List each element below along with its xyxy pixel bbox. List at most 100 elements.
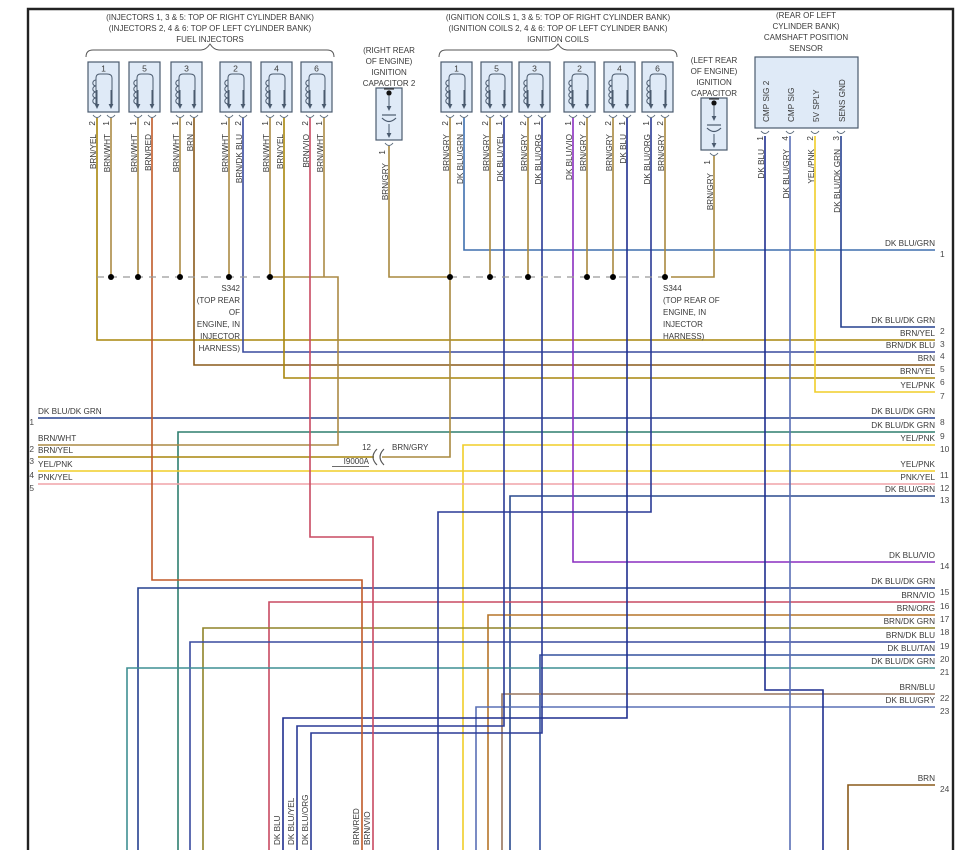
fuel-injector-6-symbol <box>308 73 326 106</box>
right-exit-number: 9 <box>940 431 945 441</box>
pin-number: 1 <box>756 136 765 141</box>
cmp-heading: CAMSHAFT POSITION <box>764 33 849 42</box>
wire-label: BRN/GRY <box>482 133 491 171</box>
fuel-injector-6 <box>300 61 333 113</box>
pin-number: 2 <box>806 136 815 141</box>
wire-label: BRN/WHT <box>172 134 181 172</box>
pin-number: 1 <box>455 121 464 126</box>
ignition-coil-4 <box>603 61 636 113</box>
wire-label: BRN/WHT <box>262 134 271 172</box>
right-exit-label: BRN/YEL <box>900 329 935 338</box>
coil-bump <box>305 97 310 105</box>
ignition-coil-3 <box>518 61 551 113</box>
splice-dot-s344 <box>447 274 453 280</box>
wire-dk-blu-org-2 <box>437 118 652 850</box>
wire-label: DK BLU/ORG <box>534 134 543 185</box>
right-exit-number: 21 <box>940 667 950 677</box>
splice-s344-id: S344 <box>663 284 682 293</box>
wire-right-exit-17 <box>487 614 935 850</box>
wire-label: DK BLU/GRY <box>782 148 791 198</box>
pin-connector-arc <box>319 114 329 118</box>
wire-right-exit-18 <box>202 627 935 850</box>
right-exit-label: DK BLU/DK GRN <box>871 421 935 430</box>
ignition-coil-5 <box>480 61 513 113</box>
cmp-heading: CYLINDER BANK) <box>772 22 839 31</box>
left-exit-label: BRN/WHT <box>38 434 76 443</box>
right-exit-label: DK BLU/TAN <box>887 644 935 653</box>
coil-bump <box>568 97 573 105</box>
wire-left-exit-2 <box>38 276 339 446</box>
right-exit-label: BRN/VIO <box>901 591 935 600</box>
splice-s342-note: OF <box>229 308 240 317</box>
pin-connector-arc <box>523 114 533 118</box>
right-exit-label: BRN <box>918 354 935 363</box>
arrow-head <box>539 104 545 109</box>
splice-dot-s344 <box>487 274 493 280</box>
pin-number: 1 <box>261 121 270 126</box>
bottom-wire-label: DK BLU/YEL <box>287 797 296 845</box>
wire-right-exit-10 <box>462 444 935 850</box>
right-exit-number: 4 <box>940 351 945 361</box>
pin-connector-arc <box>459 114 469 118</box>
coil-bump <box>523 97 528 105</box>
capacitor2-heading: IGNITION <box>371 68 407 77</box>
coil-bump <box>224 97 229 105</box>
fuel-injector-5 <box>128 61 161 113</box>
right-exit-number: 15 <box>940 587 950 597</box>
pin-connector-arc <box>147 114 157 118</box>
cap-top-dot <box>386 90 392 96</box>
wire-label: BRN/WHT <box>316 134 325 172</box>
right-exit-number: 6 <box>940 377 945 387</box>
capacitor-heading: IGNITION <box>696 78 732 87</box>
coil-bump <box>608 97 613 105</box>
wire-label: DK BLU <box>757 149 766 179</box>
bottom-wire-label: BRN/RED <box>352 808 361 845</box>
wire-label: BRN/GRY <box>520 133 529 171</box>
right-exit-number: 10 <box>940 444 950 454</box>
coils-heading: (IGNITION COILS 2, 4 & 6: TOP OF LEFT CY… <box>448 24 667 33</box>
right-exit-label: BRN <box>918 774 935 783</box>
left-exit-number: 2 <box>29 444 34 454</box>
wire-right-exit-3 <box>96 118 935 341</box>
wire-right-exit-6 <box>283 118 935 379</box>
wire-label: DK BLU/ORG <box>643 134 652 185</box>
right-exit-number: 3 <box>940 339 945 349</box>
right-exit-number: 18 <box>940 627 950 637</box>
pin-number: 1 <box>102 121 111 126</box>
cmp-pin-name: SENS GND <box>838 79 847 122</box>
coil-bump <box>646 97 651 105</box>
pin-number: 2 <box>656 121 665 126</box>
capacitor-heading: OF ENGINE) <box>691 67 738 76</box>
injectors-heading: (INJECTORS 2, 4 & 6: TOP OF LEFT CYLINDE… <box>109 24 312 33</box>
wire-label: BRN/GRY <box>442 133 451 171</box>
inline-connector-wire: BRN/GRY <box>392 443 429 452</box>
pin-number: 2 <box>441 121 450 126</box>
splice-dot-s342 <box>177 274 183 280</box>
pin-number: 2 <box>481 121 490 126</box>
fuel-injector-1-number: 1 <box>101 64 106 74</box>
inline-connector-id: I9000A <box>344 457 370 466</box>
wire-label: BRN/GRY <box>381 162 390 200</box>
coil-bump <box>175 97 180 105</box>
arrow-head <box>461 104 467 109</box>
arrow-head <box>135 104 141 109</box>
wire-right-exit-19 <box>189 641 935 850</box>
arrow-head <box>570 104 576 109</box>
splice-s342-note: ENGINE, IN <box>197 320 240 329</box>
splice-s344-note: HARNESS) <box>663 332 705 341</box>
pin-number: 2 <box>185 121 194 126</box>
arrow-head <box>386 133 392 138</box>
pin-number: 1 <box>703 160 712 165</box>
arrow-head <box>501 104 507 109</box>
arrow-head <box>711 116 717 121</box>
arrow-head <box>267 104 273 109</box>
pin-number: 3 <box>832 136 841 141</box>
right-exit-label: DK BLU/GRN <box>885 239 935 248</box>
wire-label: DK BLU/YEL <box>496 134 505 182</box>
coil-bump <box>445 97 450 105</box>
fuel-injector-4-symbol <box>268 73 286 106</box>
capacitor2-heading: OF ENGINE) <box>366 57 413 66</box>
arrow-head <box>662 104 668 109</box>
wire-right-exit-9 <box>177 431 935 850</box>
cmp-pin-name: CMP SIG 2 <box>762 80 771 122</box>
